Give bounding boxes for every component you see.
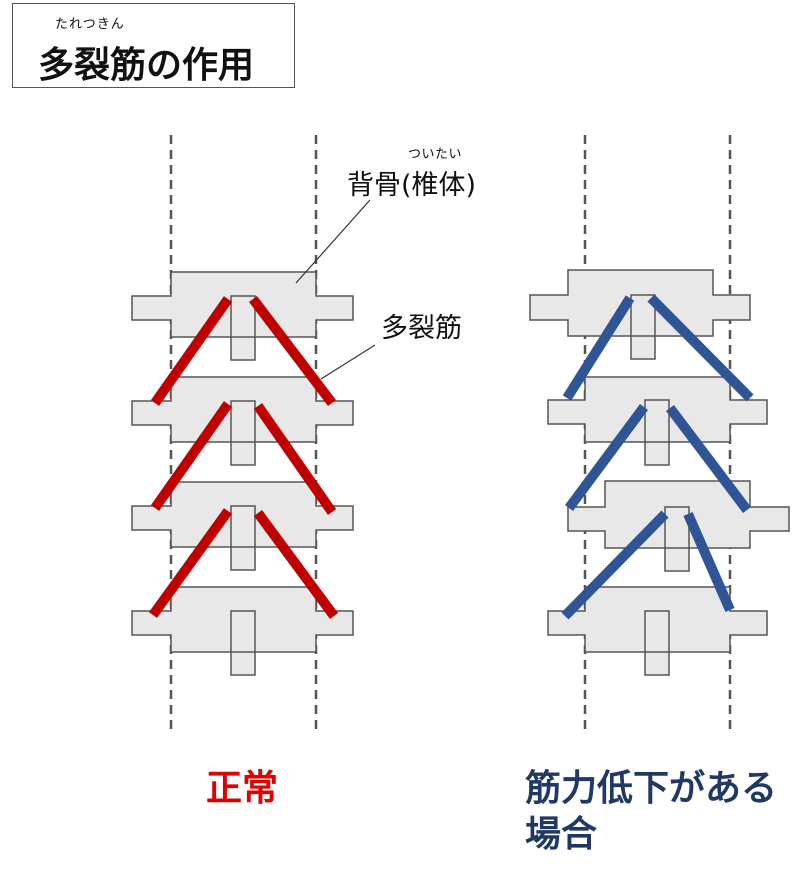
spine-label: 背骨(椎体) [347, 170, 477, 201]
weak-spine [529, 269, 790, 676]
vertebra [131, 376, 354, 466]
title-box: たれつきん 多裂筋の作用 [12, 3, 295, 88]
vertebra [529, 269, 751, 360]
vertebra [547, 586, 768, 676]
spine-label-furigana: ついたい [408, 147, 463, 162]
normal-muscles [148, 295, 339, 619]
muscle-label: 多裂筋 [381, 313, 462, 344]
normal-caption: 正常 [206, 768, 279, 809]
vertebra [567, 480, 790, 572]
weak-caption-line1: 筋力低下がある [525, 768, 778, 809]
vertebra [131, 586, 354, 676]
weak-muscles [561, 294, 754, 620]
page-title: 多裂筋の作用 [38, 45, 255, 86]
title-furigana: たれつきん [55, 17, 125, 32]
vertebra [131, 481, 354, 571]
weak-caption-line2: 場合 [525, 814, 598, 855]
vertebra [131, 271, 354, 361]
normal-spine [131, 271, 354, 676]
leader-lines [295, 199, 376, 380]
vertebra [547, 376, 768, 466]
